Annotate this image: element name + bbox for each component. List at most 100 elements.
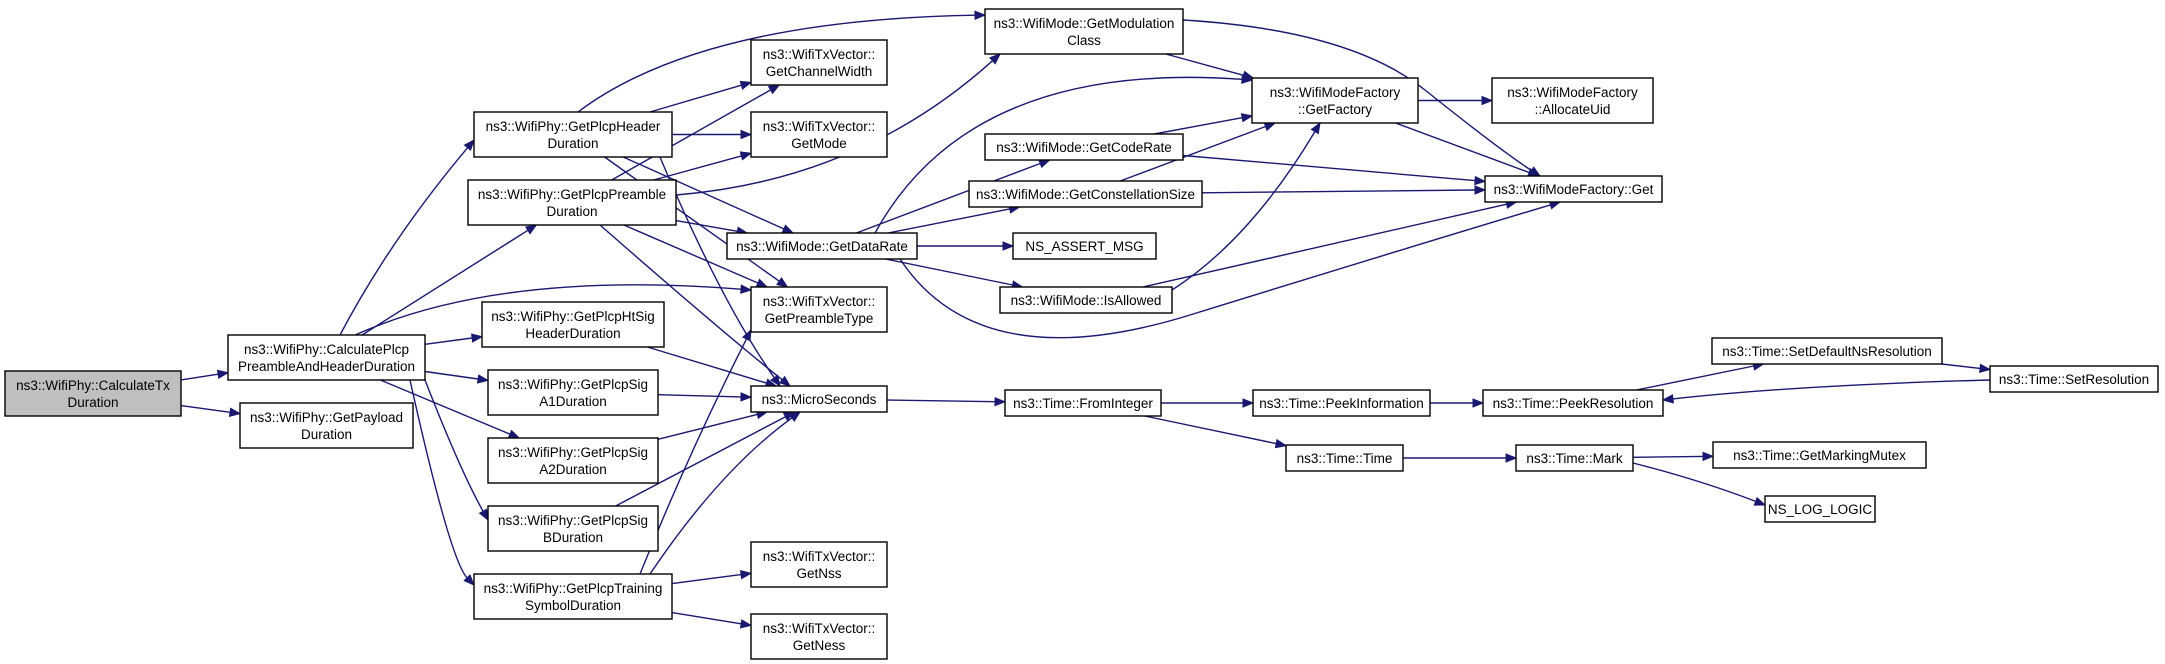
arrow-head-icon [770,374,781,388]
edge-peekres-to-setdefault [1636,361,1765,391]
node-label-line: ns3::WifiMode::IsAllowed [1011,293,1162,308]
edge-line [409,379,468,579]
node-fromint[interactable]: ns3::Time::FromInteger [1004,389,1162,417]
edge-line [180,404,231,413]
arrow-head-icon [755,278,769,288]
node-getfactory[interactable]: ns3::WifiModeFactory::GetFactory [1251,77,1419,124]
node-label-line: ns3::Time::FromInteger [1013,396,1153,411]
edge-line [180,373,219,381]
edge-line [1632,455,1704,458]
node-box [999,286,1173,314]
node-constsize[interactable]: ns3::WifiMode::GetConstellationSize [968,180,1203,208]
node-setdefault[interactable]: ns3::Time::SetDefaultNsResolution [1711,337,1943,365]
node-time[interactable]: ns3::Time::Time [1285,444,1404,472]
edge-line [611,89,771,181]
node-wmf-get[interactable]: ns3::WifiModeFactory::Get [1484,175,1663,203]
edge-line [577,14,976,113]
node-label-line: ns3::WifiTxVector:: [763,119,876,134]
node-label-line: NS_LOG_LOGIC [1768,502,1873,517]
arrow-head-icon [1661,394,1674,404]
node-peekinfo[interactable]: ns3::Time::PeekInformation [1252,389,1431,417]
node-label-line: BDuration [543,530,603,545]
node-label-line: SymbolDuration [525,598,621,613]
node-box [239,402,414,449]
node-label-line: GetChannelWidth [766,64,873,79]
node-markmutex[interactable]: ns3::Time::GetMarkingMutex [1712,441,1927,469]
node-label-line: NS_ASSERT_MSG [1025,239,1143,254]
edge-datarate-to-assert [917,241,1015,251]
node-label-line: ns3::Time::Mark [1526,451,1623,466]
node-label-line: ns3::Time::SetDefaultNsResolution [1722,344,1932,359]
node-ness[interactable]: ns3::WifiTxVector::GetNess [750,613,888,660]
arrow-head-icon [1263,122,1277,132]
node-box [1012,232,1157,260]
edge-coderate-to-wmf_get [1182,154,1487,186]
arrow-head-icon [742,328,752,342]
edge-modclass-to-getfactory [1165,53,1255,80]
arrow-head-icon [1241,70,1255,80]
edge-line [1142,203,1507,288]
arrow-head-icon [1702,451,1715,462]
arrow-head-icon [740,129,753,140]
edge-setres-to-peekres [1661,379,1991,404]
node-mark[interactable]: ns3::Time::Mark [1515,444,1634,472]
node-assert[interactable]: NS_ASSERT_MSG [1012,232,1157,260]
node-getmode[interactable]: ns3::WifiTxVector::GetMode [750,111,888,158]
node-label-line: ns3::Time::PeekInformation [1259,396,1424,411]
edge-training-to-ness [671,611,753,629]
node-micro[interactable]: ns3::MicroSeconds [750,385,888,413]
edge-line [671,611,742,625]
node-label-line: ns3::Time::SetResolution [1999,372,2149,387]
node-training[interactable]: ns3::WifiPhy::GetPlcpTrainingSymbolDurat… [473,573,673,620]
edge-line [653,155,742,181]
arrow-head-icon [740,570,753,580]
edge-line [885,258,1013,286]
edge-constsize-to-wmf_get [1201,185,1487,195]
node-chwidth[interactable]: ns3::WifiTxVector::GetChannelWidth [750,39,888,86]
edge-hdr_dur-to-micro [659,156,781,388]
node-label-line: PreambleAndHeaderDuration [238,359,415,374]
node-box [1712,441,1927,469]
node-nss[interactable]: ns3::WifiTxVector::GetNss [750,541,888,588]
node-allocuid[interactable]: ns3::WifiModeFactory::AllocateUid [1491,77,1654,124]
edge-line [886,399,996,403]
node-setres[interactable]: ns3::Time::SetResolution [1989,365,2159,393]
node-label-line: ns3::WifiTxVector:: [763,549,876,564]
node-label-line: ns3::WifiTxVector:: [763,621,876,636]
arrow-head-icon [788,411,802,422]
arrow-head-icon [739,80,753,90]
node-peekres[interactable]: ns3::Time::PeekResolution [1482,389,1664,417]
node-loglogic[interactable]: NS_LOG_LOGIC [1764,495,1876,523]
node-calc-plcp[interactable]: ns3::WifiPhy::CalculatePlcpPreambleAndHe… [227,334,426,381]
node-pretype[interactable]: ns3::WifiTxVector::GetPreambleType [750,286,888,333]
edge-line [1395,122,1530,174]
node-box [467,179,677,226]
edge-line [1636,365,1754,391]
node-label-line: Duration [301,427,352,442]
edge-datarate-to-isallowed [885,258,1024,290]
node-coderate[interactable]: ns3::WifiMode::GetCodeRate [984,133,1184,161]
edge-peekinfo-to-peekres [1430,398,1485,408]
edge-calc_plcp-to-sigB [424,379,489,522]
node-box [1484,175,1663,203]
node-isallowed[interactable]: ns3::WifiMode::IsAllowed [999,286,1173,314]
edge-coderate-to-getfactory [1154,113,1254,135]
arrow-head-icon [1038,159,1051,169]
arrow-head-icon [1310,121,1321,135]
node-label-line: HeaderDuration [525,326,620,341]
edge-setdefault-to-setres [1941,363,1992,373]
node-box [750,111,888,158]
arrow-head-icon [1274,438,1288,449]
arrow-head-icon [994,396,1007,407]
node-datarate[interactable]: ns3::WifiMode::GetDataRate [726,232,918,260]
arrow-head-icon [471,333,484,343]
